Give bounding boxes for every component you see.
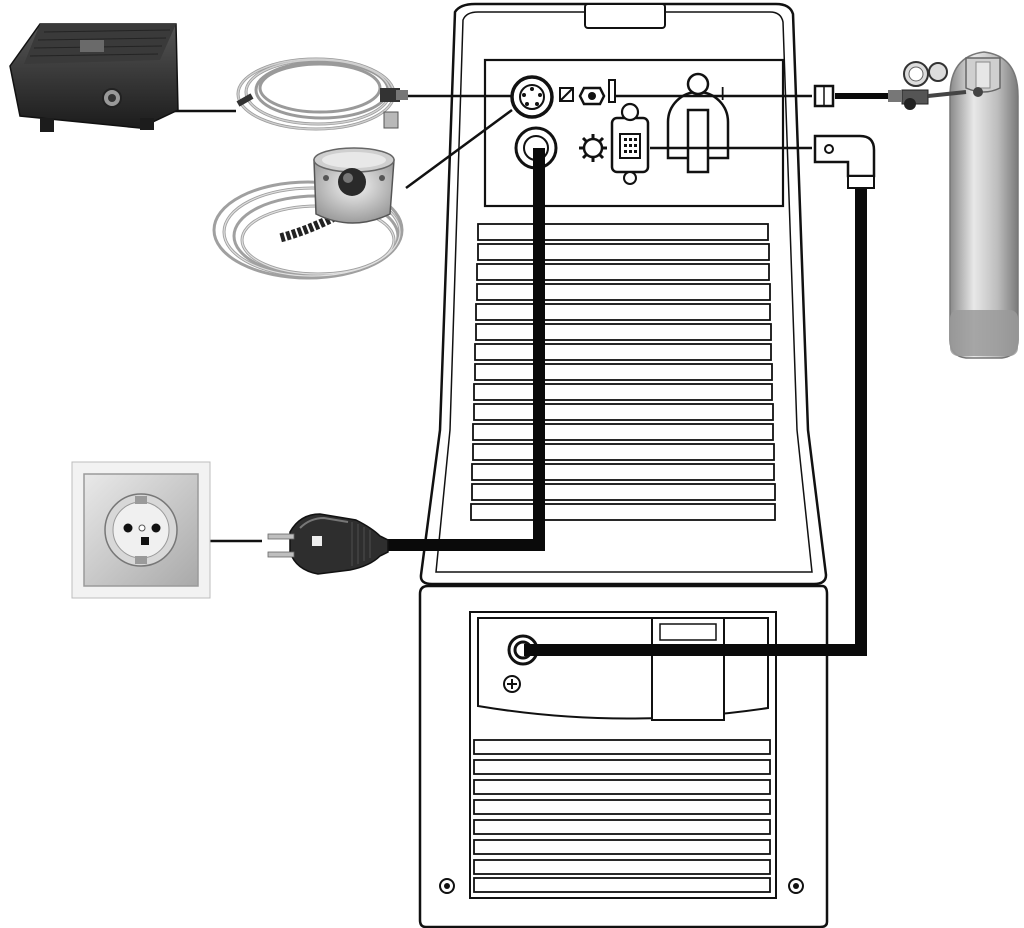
socket-contact-marker xyxy=(141,537,149,545)
foot-screw-right-icon xyxy=(788,878,804,894)
pressure-regulator-icon xyxy=(888,61,967,110)
bus-socket-icon[interactable] xyxy=(610,102,650,185)
ground-icon xyxy=(503,675,521,693)
power-switch-icon[interactable] xyxy=(666,72,730,174)
gas-hose-nut-icon[interactable] xyxy=(813,84,835,108)
ventilation-grille-upper xyxy=(470,223,776,521)
signal-symbol-icon xyxy=(559,87,574,102)
foot-pedal-icon xyxy=(9,23,179,132)
remote-cable-icon xyxy=(236,57,408,131)
coolant-hose xyxy=(524,182,867,656)
coolant-elbow-connector-icon[interactable] xyxy=(813,134,876,189)
welding-machine xyxy=(419,2,828,586)
switch-on-symbol: I xyxy=(720,84,725,105)
ventilation-grille-lower xyxy=(473,739,771,893)
cables xyxy=(382,93,891,656)
foot-switch-icon xyxy=(212,147,404,280)
foot-screw-left-icon xyxy=(439,878,455,894)
wall-socket-icon xyxy=(71,461,211,599)
mains-cable xyxy=(382,148,545,551)
gear-icon xyxy=(579,134,607,162)
carry-handle[interactable] xyxy=(584,3,666,29)
control-socket-icon[interactable] xyxy=(510,75,554,119)
mains-plug-icon xyxy=(267,513,389,575)
gas-cylinder-icon xyxy=(949,51,1019,359)
cooling-unit xyxy=(418,584,829,928)
gas-connector-icon[interactable] xyxy=(578,79,616,106)
